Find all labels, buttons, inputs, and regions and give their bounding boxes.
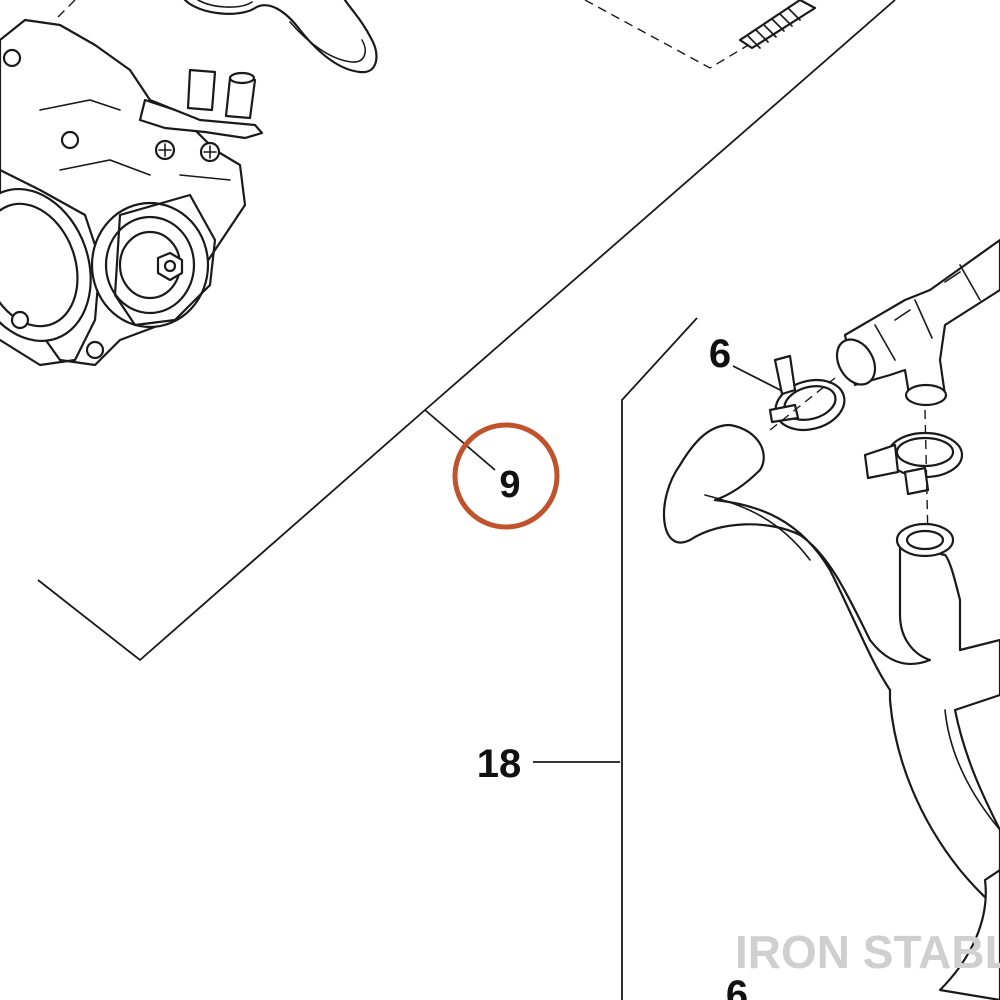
- throttle-body-icon: [0, 18, 264, 367]
- hose-clamp-right-icon: [863, 431, 964, 496]
- stud-icon: [738, 0, 817, 50]
- leader-line-18: [533, 317, 698, 1000]
- hose-clamp-icon: [768, 354, 846, 431]
- dashed-outline: [54, 0, 791, 69]
- callout-6-bottom[interactable]: 6: [726, 973, 748, 1000]
- watermark-text: IRON STABLE: [735, 926, 1000, 978]
- centerline-2: [924, 409, 929, 541]
- coolant-hose-icon: [662, 423, 1000, 1000]
- tee-fitting-icon: [835, 238, 1000, 407]
- callout-6-top[interactable]: 6: [709, 332, 731, 376]
- leader-line-9: [37, 0, 896, 662]
- callout-9[interactable]: 9: [499, 464, 520, 506]
- gasket-icon: [183, 0, 378, 74]
- callout-18[interactable]: 18: [477, 742, 522, 786]
- highlight-circle: [452, 422, 560, 530]
